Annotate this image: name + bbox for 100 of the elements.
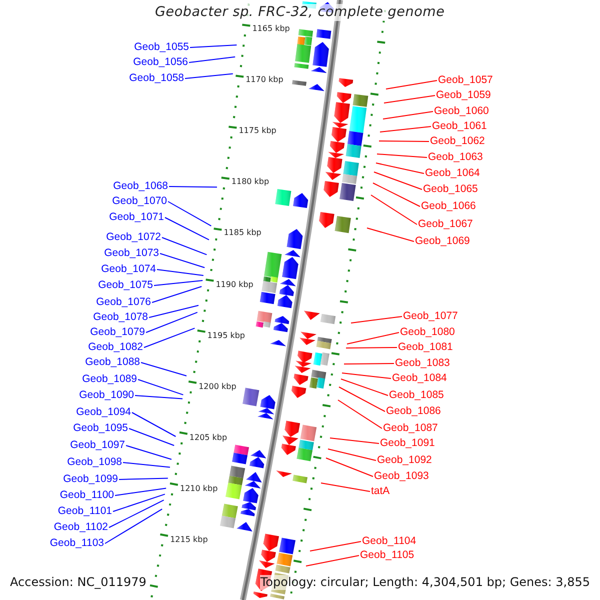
gene-label: Geob_1081 [398,341,453,353]
gene-label: Geob_1055 [134,41,189,53]
leader-line [132,412,176,437]
leader-line [128,428,175,446]
leader-line [338,386,386,412]
leader-line [112,494,166,512]
leader-line [138,379,184,396]
gene-label: Geob_1083 [395,357,450,369]
scale-label: 1170 kbp [246,74,284,84]
gene-label: Geob_1098 [67,456,122,468]
leader-line [378,140,430,142]
gene-label: Geob_1105 [360,549,414,561]
leader-line [148,304,199,318]
gene-label: Geob_1061 [432,120,487,132]
leader-line [376,154,428,158]
leader-line [346,347,398,348]
leader-line [156,269,204,276]
gene-label: Geob_1064 [425,167,480,179]
scale-label: 1180 kbp [231,177,270,186]
leader-line [330,438,380,444]
leader-line [384,95,436,104]
gene-label: Geob_1070 [112,195,167,207]
leader-line [154,280,204,286]
scale-label: 1205 kbp [189,433,228,442]
gene-label: Geob_1068 [113,180,168,192]
leader-line [376,162,424,174]
gene-label: Geob_1102 [54,521,108,533]
leader-line [372,182,420,207]
gene-label: Geob_1067 [418,218,473,230]
leader-line [374,172,422,190]
leader-line [168,186,218,188]
gene-label: Geob_1104 [362,535,416,547]
gene-label: Geob_1092 [377,454,432,466]
leader-line [190,44,238,48]
gene-label: Geob_1059 [436,89,491,101]
leader-line [140,362,187,376]
gene-label: Geob_1082 [88,341,143,353]
gene-label: Geob_1100 [60,489,114,501]
scale-label: 1210 kbp [180,484,218,494]
gene-label: Geob_1089 [82,373,137,385]
leader-line [366,228,414,242]
gene-label: Geob_1077 [403,310,458,322]
leader-line [144,328,196,348]
gene-label: Geob_1090 [79,389,134,401]
leader-line [122,462,170,468]
scale-label: 1165 kbp [252,24,290,33]
gene-label: Geob_1088 [85,356,140,368]
accession-text: Accession: NC_011979 [10,574,146,590]
leader-line [386,80,438,90]
genome-stats-text: Topology: circular; Length: 4,304,501 bp; Genes: 3,855 [260,574,590,590]
gene-label: Geob_1101 [58,505,112,517]
gene-label: Geob_1086 [386,405,441,417]
leader-line [320,482,370,492]
leader-line [350,316,402,324]
gene-label: Geob_1066 [421,200,476,212]
gene-label: Geob_1097 [70,439,125,451]
gene-label: Geob_1057 [438,74,493,86]
gene-label: Geob_1093 [374,470,429,482]
gene-label: Geob_1099 [63,473,118,485]
leader-line [104,508,163,544]
leader-line [310,541,362,552]
gene-label: Geob_1060 [434,105,489,117]
leader-line [162,237,208,256]
leader-line [342,372,392,379]
leader-line [338,400,382,429]
leader-line [326,458,374,477]
leader-line [188,56,236,63]
scale-label: 1195 kbp [207,330,245,340]
gene-label: Geob_1085 [389,389,444,401]
leader-line [152,286,202,303]
gene-label: Geob_1073 [104,247,159,259]
leader-line [108,500,164,528]
gene-label: Geob_1091 [380,437,435,449]
gene-label: Geob_1087 [383,422,438,434]
gene-label: Geob_1078 [93,311,148,323]
leader-line [328,448,376,461]
leader-line [380,126,432,132]
leader-line [370,194,418,225]
leader-line [340,378,388,396]
gene-label: Geob_1075 [98,279,153,291]
gene-label: Geob_1074 [101,263,156,275]
gene-label: Geob_1071 [109,211,164,223]
gene-label: Geob_1076 [96,296,151,308]
leader-line [346,332,400,344]
gene-label: Geob_1063 [428,151,483,163]
gene-label: Geob_1069 [415,235,470,247]
leader-line [160,253,206,268]
gene-label: Geob_1094 [76,406,131,418]
leader-line [164,217,210,240]
leader-line [126,445,172,460]
gene-label: Geob_1084 [392,372,447,384]
gene-label: Geob_1072 [106,231,161,243]
gene-label: tatA [371,485,390,497]
scale-label: 1175 kbp [238,126,276,136]
gene-label: Geob_1103 [50,537,104,549]
leader-line [114,488,167,496]
gene-label: Geob_1095 [73,422,128,434]
leader-line [118,478,168,480]
gene-label: Geob_1080 [400,326,455,338]
leader-line [184,73,234,79]
